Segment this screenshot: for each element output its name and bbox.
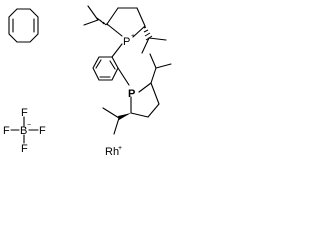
benzene-ring xyxy=(92,43,130,86)
fluorine-bottom-label: F xyxy=(21,143,28,155)
c4-to-c5-lower xyxy=(130,112,149,118)
isopropyl-upper-left xyxy=(83,5,109,26)
boron-atom-label: B xyxy=(20,125,27,137)
c4-to-c5 xyxy=(136,7,146,27)
isopropyl-upper-right xyxy=(141,26,167,54)
chemical-structure: P + P B xyxy=(3,5,172,158)
phosphine-atom-label: P xyxy=(128,88,135,100)
upper-phospholane: P + xyxy=(83,5,167,54)
c2-to-c3 xyxy=(106,7,119,25)
isopropyl-lower-right xyxy=(149,53,172,84)
p-upper-to-c2 xyxy=(106,23,123,37)
benzene-inner-bond-3 xyxy=(95,59,102,69)
tetrafluoroborate-anion: B − F F F F xyxy=(3,107,46,155)
cod-ring xyxy=(8,8,39,43)
rhodium-charge: + xyxy=(118,145,122,152)
isopropyl-lower-left xyxy=(102,107,131,135)
c2-to-c3-lower xyxy=(150,82,160,105)
fluorine-left-label: F xyxy=(3,125,10,137)
c5-to-p-upper xyxy=(132,25,146,38)
benzene-to-p-upper xyxy=(111,43,123,58)
lower-phospholane: P xyxy=(102,53,172,135)
benzene-inner-bond-1 xyxy=(109,60,116,70)
c3-to-c4-lower xyxy=(147,103,160,118)
phosphonium-atom-label: P xyxy=(123,36,130,48)
boron-charge: − xyxy=(27,122,31,129)
cyclooctadiene xyxy=(8,8,39,43)
phosphonium-charge: + xyxy=(131,33,135,40)
p-lower-to-c2 xyxy=(138,82,152,93)
rhodium-cation: Rh + xyxy=(105,145,122,158)
benzene-to-p-lower xyxy=(117,67,130,86)
fluorine-top-label: F xyxy=(21,107,28,119)
rhodium-atom-label: Rh xyxy=(105,146,119,158)
fluorine-right-label: F xyxy=(39,125,46,137)
